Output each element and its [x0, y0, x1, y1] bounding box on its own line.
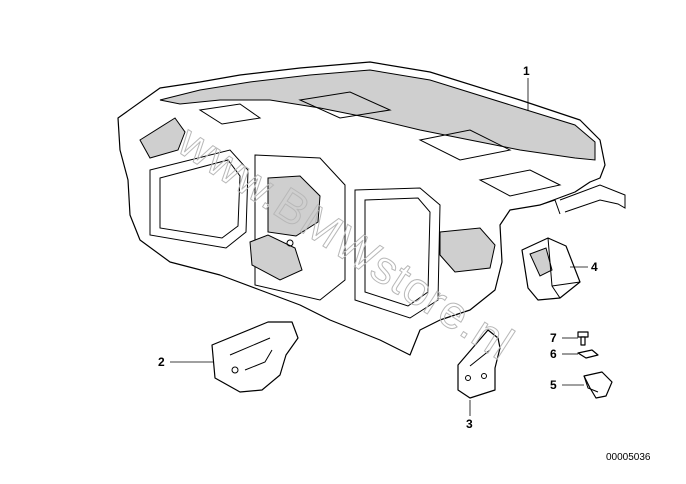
- callout-7: 7: [550, 331, 557, 345]
- callout-5: 5: [550, 378, 557, 392]
- screw-part-7: [577, 331, 589, 346]
- document-number: 00005036: [606, 452, 651, 463]
- callout-4: 4: [591, 260, 598, 274]
- rear-parcel-shelf: [117, 61, 626, 356]
- bracket-part-4: [521, 237, 581, 301]
- callout-2: 2: [158, 355, 165, 369]
- bracket-part-2: [211, 321, 299, 393]
- callout-3: 3: [466, 417, 473, 431]
- callout-1: 1: [523, 64, 530, 78]
- clamp-part-5: [583, 371, 613, 399]
- clip-part-6: [577, 349, 599, 359]
- bracket-part-3: [457, 329, 501, 399]
- leader-lines: [170, 78, 588, 416]
- callout-6: 6: [550, 347, 557, 361]
